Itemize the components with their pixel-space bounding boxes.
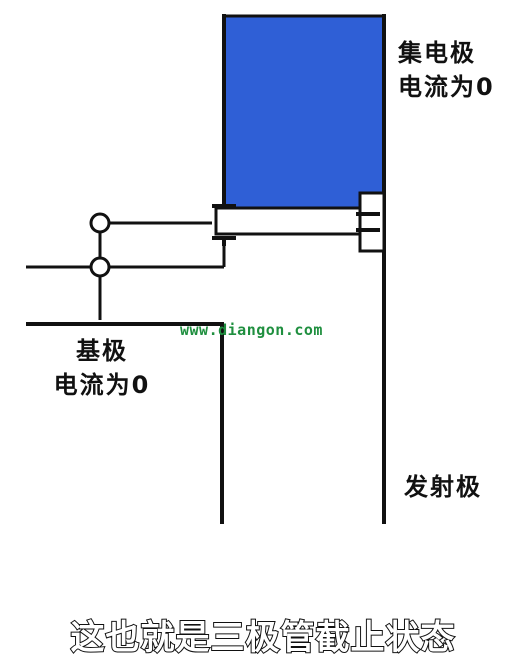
terminal-lower-icon	[89, 256, 111, 278]
base-label-line1: 基极	[76, 337, 128, 365]
collector-label-line2: 电流为0	[398, 73, 495, 101]
collector-region	[224, 16, 384, 208]
base-region	[214, 206, 384, 236]
collector-current-label: 集电极 电流为0	[398, 36, 495, 104]
subtitle-caption: 这也就是三极管截止状态	[70, 617, 456, 659]
emitter-label: 发射极	[404, 473, 482, 501]
base-current-label: 基极 电流为0	[40, 334, 164, 402]
right-gate-frame	[358, 191, 386, 253]
collector-label-line1: 集电极	[398, 39, 476, 67]
terminal-upper-icon	[89, 212, 111, 234]
base-label-line2: 电流为0	[53, 371, 151, 399]
watermark-text: www.diangon.com	[180, 321, 323, 339]
